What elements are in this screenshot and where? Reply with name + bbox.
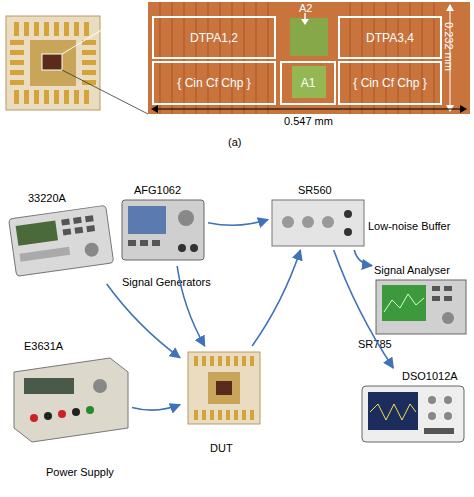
node-label: SR560 xyxy=(298,184,358,197)
signal-cable xyxy=(132,405,180,411)
node-label: DUT xyxy=(210,442,250,455)
power-supply xyxy=(14,358,128,442)
instrument: SR560Low-noise Buffer xyxy=(268,184,366,250)
signal-cable xyxy=(107,284,180,358)
node-label: E3631A xyxy=(24,340,94,353)
circuit-region: DTPA1,2 xyxy=(152,16,276,59)
signal-generator xyxy=(9,205,114,276)
instrument: DSO1012A xyxy=(358,368,468,446)
dimension-arrow xyxy=(151,105,467,113)
chip-package xyxy=(6,16,100,110)
dimension-label: 0.547 mm xyxy=(284,115,333,128)
signal-cable xyxy=(208,220,268,226)
instrument: E3631APower Supply xyxy=(10,340,132,482)
device-under-test: DUT xyxy=(180,346,268,458)
node-label: Signal Analyser xyxy=(374,264,470,277)
signal-cable xyxy=(354,250,372,266)
node-label: SR785 xyxy=(358,338,418,351)
signal-generator xyxy=(122,200,204,260)
node-label: DSO1012A xyxy=(402,370,468,383)
die-photo xyxy=(148,2,470,114)
dimension-label: 0.232 mm xyxy=(442,22,455,71)
zoom-line xyxy=(62,2,148,54)
circuit-region: DTPA3,4 xyxy=(338,16,442,59)
node-label: Low-noise Buffer xyxy=(368,220,458,233)
node-label: Power Supply xyxy=(46,466,136,479)
instrument: 33220A xyxy=(6,192,116,284)
amplifier-region: A1 xyxy=(280,61,336,105)
annotation: (a) xyxy=(228,136,241,149)
node-label: DTPA1,2 xyxy=(186,31,242,45)
instrument: AFG1062 xyxy=(118,184,208,266)
node-label: DTPA3,4 xyxy=(362,31,418,45)
node-label: { Cin Cf Chp } xyxy=(349,76,430,90)
annotation: Signal Generators xyxy=(122,276,211,289)
instrument: Signal AnalyserSR785 xyxy=(372,264,470,354)
node-label: 33220A xyxy=(28,192,108,205)
capacitor-region: { Cin Cf Chp } xyxy=(338,61,442,105)
signal-analyser xyxy=(376,280,466,334)
node-label: { Cin Cf Chp } xyxy=(173,76,254,90)
chip-package xyxy=(188,352,260,424)
capacitor-region: { Cin Cf Chp } xyxy=(152,61,276,105)
low-noise-buffer xyxy=(272,200,364,246)
zoom-line xyxy=(62,70,148,114)
node-label: AFG1062 xyxy=(134,184,204,197)
node-label: A1 xyxy=(297,76,320,90)
signal-cable xyxy=(252,250,300,346)
oscilloscope xyxy=(362,386,464,442)
dimension-label: A2 xyxy=(299,2,312,15)
